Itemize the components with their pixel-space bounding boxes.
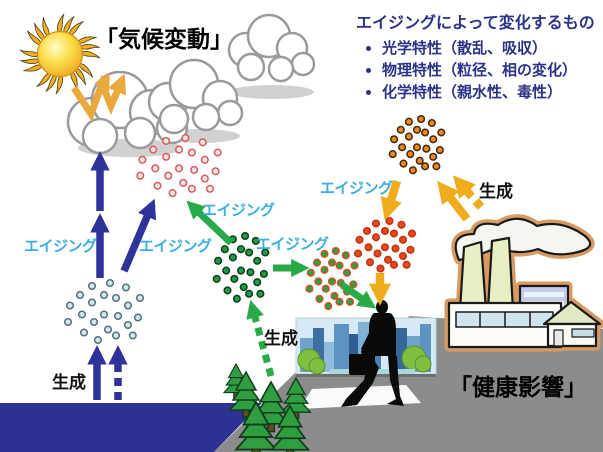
organic-particles-green bbox=[212, 231, 270, 303]
climate-change-title: 「気候変動」 bbox=[95, 27, 233, 53]
aging-label-gold: エイジング bbox=[320, 179, 393, 197]
legend-heading: エイジングによって変化するもの bbox=[356, 13, 595, 32]
legend-bullet: 物理特性（粒径、相の変化） bbox=[382, 59, 602, 81]
cloud-middle-icon bbox=[147, 58, 244, 135]
city-trees bbox=[297, 345, 432, 375]
formation-arrow-factory-dashed bbox=[452, 175, 485, 210]
health-effects-title: 「健康影響」 bbox=[449, 375, 587, 401]
aging-legend: エイジングによって変化するもの 光学特性（散乱、吸収）物理特性（粒径、相の変化）… bbox=[356, 12, 602, 103]
factory-icon bbox=[444, 214, 603, 352]
legend-bullet: 化学特性（親水性、毒性） bbox=[382, 81, 602, 103]
aging-arrow-diagonal bbox=[120, 198, 157, 273]
legend-bullet: 光学特性（散乱、吸収） bbox=[382, 37, 602, 59]
formation-label-factory: 生成 bbox=[479, 182, 513, 202]
aged-particles-pink-ring bbox=[136, 133, 222, 198]
sun-icon bbox=[19, 13, 101, 95]
fresh-soot-particles-orange bbox=[388, 114, 446, 175]
cloud-top-icon bbox=[227, 13, 316, 83]
aging-label-left: エイジング bbox=[24, 237, 97, 255]
formation-arrow-trees-dashed bbox=[246, 299, 275, 377]
formation-arrow-factory-solid bbox=[437, 180, 471, 222]
aging-arrow-gold-down bbox=[380, 179, 402, 221]
sea-salt-particles bbox=[63, 278, 145, 345]
aged-soot-particles-red bbox=[353, 216, 417, 273]
formation-label-sea: 生成 bbox=[52, 373, 86, 393]
aging-arrow-green-upleft bbox=[186, 200, 234, 246]
sea bbox=[0, 403, 262, 452]
legend-bullet-list: 光学特性（散乱、吸収）物理特性（粒径、相の変化）化学特性（親水性、毒性） bbox=[356, 37, 602, 103]
aging-label-green-right: エイジング bbox=[256, 235, 329, 253]
scattered-light-zigzag-arrow bbox=[71, 72, 127, 122]
aging-label-green-up: エイジング bbox=[202, 201, 275, 219]
formation-label-trees: 生成 bbox=[264, 329, 298, 349]
aging-label-diagonal: エイジング bbox=[139, 237, 212, 255]
exposure-arrow-green-down bbox=[340, 282, 377, 309]
